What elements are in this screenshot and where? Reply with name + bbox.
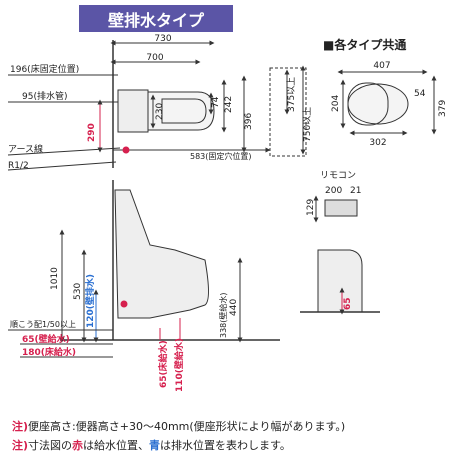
label-74: 74	[211, 96, 221, 108]
bowl-outline	[147, 91, 215, 131]
seat-inner	[347, 82, 389, 126]
label-230: 230	[155, 103, 165, 120]
remote-body	[324, 199, 358, 217]
toilet-front-shape	[317, 249, 363, 313]
tank-outline	[117, 89, 149, 133]
top-view	[7, 40, 307, 171]
label-1010: 1010	[50, 267, 60, 290]
supply-point-front	[120, 300, 128, 308]
label-396: 396	[244, 113, 254, 130]
note-2-text-a: 寸法図の	[28, 439, 73, 452]
top-view-labels: 730 700 196(床固定位置) 95(排水管) アース線 R1/2 290…	[8, 34, 313, 171]
label-196: 196(床固定位置)	[10, 63, 79, 75]
remote-view	[313, 195, 358, 223]
side-view	[300, 249, 380, 315]
dim-box-right	[269, 67, 307, 157]
label-407: 407	[373, 61, 390, 71]
label-302: 302	[369, 138, 386, 148]
label-180: 180(床給水)	[22, 346, 76, 358]
common-section-title: ■各タイプ共通	[323, 38, 407, 52]
note-2-prefix: 注)	[12, 439, 29, 452]
label-375: 375以上	[286, 77, 297, 112]
label-242: 242	[224, 96, 234, 113]
label-65-floor: 65(床給水)	[157, 340, 169, 388]
label-ground: アース線	[8, 143, 43, 155]
type-title: 壁排水タイプ	[79, 5, 233, 32]
leader-r12	[7, 161, 117, 171]
note-1-prefix: 注)	[12, 420, 29, 433]
note-2-text-b: は給水位置、	[83, 439, 150, 452]
bowl-inner	[161, 98, 207, 124]
toilet-side-shape	[114, 189, 209, 319]
label-290: 290	[87, 123, 97, 142]
note-1: 注)便座高さ:便器高さ+30～40mm(便座形状により幅があります。)	[12, 418, 345, 434]
label-65-wall: 65(壁給水)	[22, 333, 70, 345]
note-1-text: 便座高さ:便器高さ+30～40mm(便座形状により幅があります。)	[28, 420, 346, 433]
seat-view-labels: 407 204 54 379 302	[331, 61, 448, 148]
front-view-labels: 1010 530 120(壁排水) 順こう配1/50以上 65(壁給水) 180…	[10, 267, 239, 392]
label-95: 95(排水管)	[22, 90, 67, 102]
supply-point	[122, 146, 130, 154]
label-379: 379	[438, 100, 448, 117]
label-120: 120(壁排水)	[84, 274, 96, 328]
remote-labels: リモコン 200 21 129	[306, 171, 361, 216]
label-338: 338(壁給水)	[218, 292, 228, 338]
label-700: 700	[146, 53, 163, 63]
seat-view	[337, 69, 437, 136]
label-110: 110(壁給水)	[173, 338, 185, 392]
note-2-blue: 青	[149, 439, 161, 452]
label-129: 129	[306, 199, 316, 216]
front-view	[8, 180, 280, 358]
note-2-red: 赤	[72, 439, 84, 452]
label-204: 204	[331, 95, 341, 112]
remote-label: リモコン	[320, 171, 356, 181]
note-2-text-c: は排水位置を表わします。	[160, 439, 291, 452]
note-2: 注)寸法図の赤は給水位置、青は排水位置を表わします。	[12, 437, 291, 453]
label-583: 583(固定穴位置)	[190, 151, 252, 161]
label-440: 440	[229, 299, 239, 316]
label-750: 750以上	[302, 107, 313, 142]
label-530: 530	[73, 283, 83, 300]
label-730: 730	[154, 34, 171, 44]
label-21: 21	[350, 186, 361, 196]
label-54: 54	[414, 89, 426, 99]
label-65-side: 65	[343, 297, 353, 310]
seat-outline	[347, 83, 409, 125]
label-r12: R1/2	[8, 161, 29, 171]
label-200: 200	[325, 186, 342, 196]
label-slope: 順こう配1/50以上	[10, 320, 76, 329]
